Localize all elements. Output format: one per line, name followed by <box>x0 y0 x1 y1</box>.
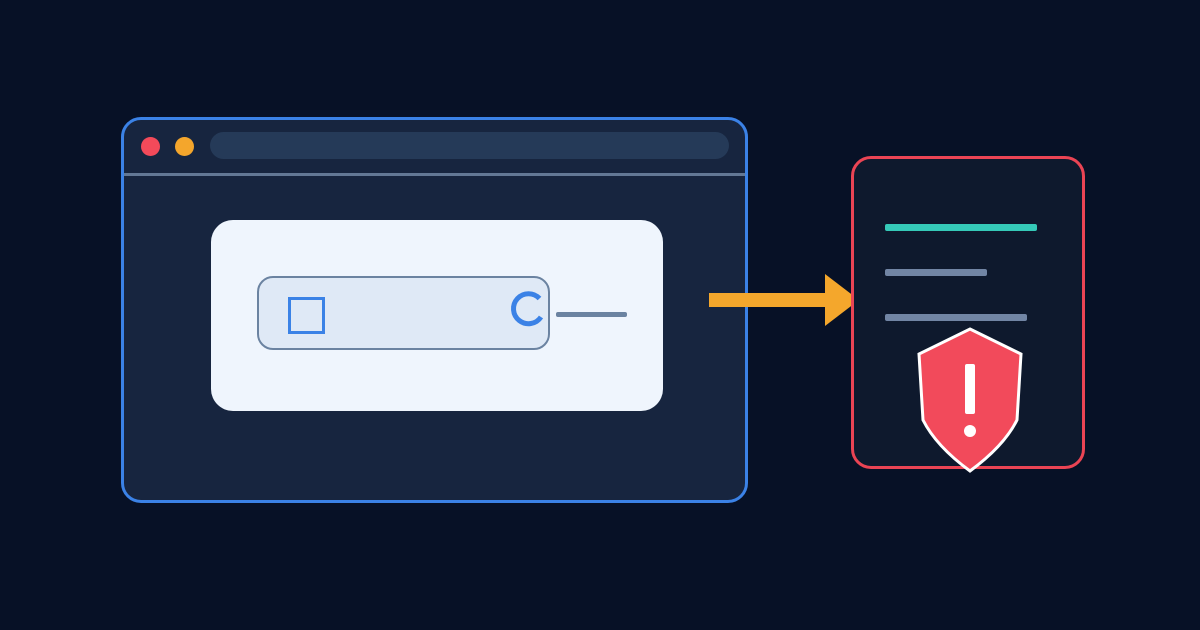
right-arrow-icon <box>709 274 859 326</box>
browser-window <box>121 117 748 503</box>
captcha-widget[interactable] <box>257 276 550 350</box>
log-line <box>885 269 987 276</box>
log-line-accent <box>885 224 1037 231</box>
browser-title-bar <box>124 120 745 176</box>
warning-shield-icon <box>917 327 1023 473</box>
minimize-dot-icon[interactable] <box>175 137 194 156</box>
close-dot-icon[interactable] <box>141 137 160 156</box>
checkbox-icon[interactable] <box>288 297 325 334</box>
loading-spinner-icon <box>511 291 544 327</box>
captcha-panel <box>211 220 663 411</box>
log-line <box>885 314 1027 321</box>
address-bar[interactable] <box>210 132 729 159</box>
connector-line <box>556 312 627 317</box>
log-document <box>851 156 1085 469</box>
